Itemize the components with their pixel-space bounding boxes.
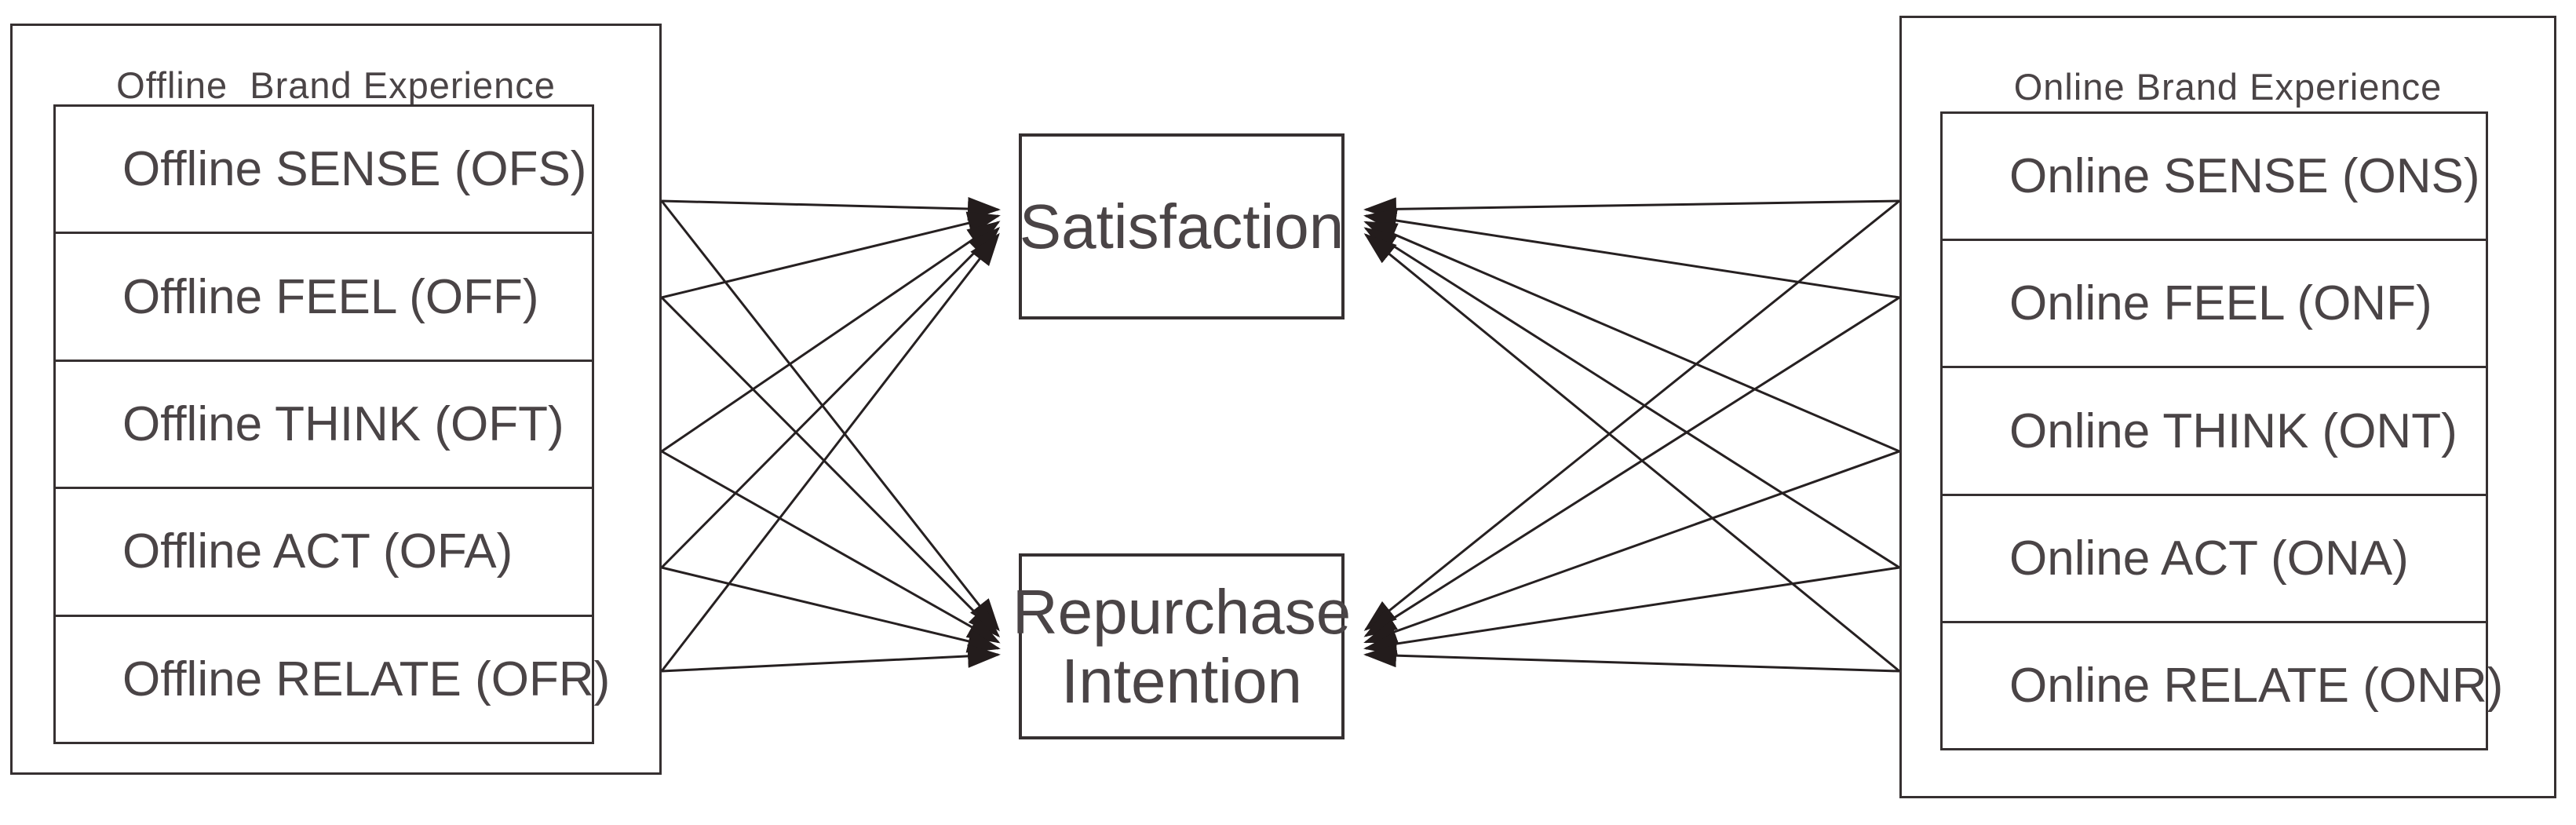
path-arrow-OFT-to-repurchase-intention xyxy=(661,450,1001,644)
offline-item-sense: Offline SENSE (OFS) xyxy=(56,107,592,235)
offline-item-feel-label: Offline FEEL (OFF) xyxy=(122,269,539,324)
online-item-feel: Online FEEL (ONF) xyxy=(1943,241,2486,369)
path-arrow-OFF-to-satisfaction xyxy=(661,211,1001,299)
path-arrow-OFR-to-satisfaction xyxy=(660,232,1000,672)
online-item-think-label: Online THINK (ONT) xyxy=(2009,403,2457,458)
online-brand-experience-panel: Online Brand Experience Online SENSE (ON… xyxy=(1899,16,2556,798)
path-arrow-ONR-to-satisfaction xyxy=(1363,233,1900,673)
path-arrow-OFS-to-repurchase-intention xyxy=(660,200,1000,632)
offline-item-relate-label: Offline RELATE (OFR) xyxy=(122,652,611,706)
online-panel-title: Online Brand Experience xyxy=(2013,66,2443,108)
online-item-relate-label: Online RELATE (ONR) xyxy=(2009,658,2504,713)
online-item-relate: Online RELATE (ONR) xyxy=(1943,623,2503,748)
offline-item-sense-label: Offline SENSE (OFS) xyxy=(122,142,587,197)
path-arrow-ONF-to-repurchase-intention xyxy=(1363,296,1900,637)
online-item-act-label: Online ACT (ONA) xyxy=(2009,531,2409,586)
path-arrow-OFT-to-satisfaction xyxy=(661,221,1001,453)
path-arrow-OFA-to-satisfaction xyxy=(660,226,1001,569)
path-arrow-ONT-to-repurchase-intention xyxy=(1363,450,1900,644)
online-item-think: Online THINK (ONT) xyxy=(1943,368,2486,496)
path-arrow-ONS-to-satisfaction xyxy=(1363,197,1900,221)
online-item-sense-label: Online SENSE (ONS) xyxy=(2009,149,2480,204)
online-item-feel-label: Online FEEL (ONF) xyxy=(2009,276,2432,331)
path-arrow-ONT-to-satisfaction xyxy=(1363,221,1900,453)
repurchase-intention-box: Repurchase Intention xyxy=(1013,553,1351,739)
offline-item-relate: Offline RELATE (OFR) xyxy=(56,617,610,742)
path-arrow-OFR-to-repurchase-intention xyxy=(661,644,1001,673)
path-arrow-ONS-to-repurchase-intention xyxy=(1363,199,1900,631)
path-arrow-OFS-to-satisfaction xyxy=(661,197,1001,221)
repurchase-intention-label-line1: Repurchase xyxy=(1012,576,1352,647)
satisfaction-label: Satisfaction xyxy=(1019,191,1345,261)
offline-item-act: Offline ACT (OFA) xyxy=(56,489,592,617)
offline-construct-stack: Offline SENSE (OFS) Offline FEEL (OFF) O… xyxy=(53,104,610,744)
offline-item-think: Offline THINK (OFT) xyxy=(56,362,592,490)
offline-panel-title: Offline Brand Experience xyxy=(116,64,556,106)
path-arrow-ONR-to-repurchase-intention xyxy=(1363,644,1900,673)
repurchase-intention-label-line2: Intention xyxy=(1061,645,1302,716)
online-construct-stack: Online SENSE (ONS) Online FEEL (ONF) Onl… xyxy=(1940,111,2503,750)
satisfaction-box: Satisfaction xyxy=(1019,133,1345,319)
offline-item-act-label: Offline ACT (OFA) xyxy=(122,524,513,579)
offline-brand-experience-panel: Offline Brand Experience Offline SENSE (… xyxy=(10,24,662,775)
offline-item-feel: Offline FEEL (OFF) xyxy=(56,234,592,362)
path-arrow-ONF-to-satisfaction xyxy=(1363,209,1900,299)
online-item-act: Online ACT (ONA) xyxy=(1943,496,2486,623)
path-arrow-ONA-to-satisfaction xyxy=(1363,227,1900,569)
offline-item-think-label: Offline THINK (OFT) xyxy=(122,397,564,452)
path-arrow-ONA-to-repurchase-intention xyxy=(1363,566,1900,655)
path-arrow-OFF-to-repurchase-intention xyxy=(660,296,1001,638)
path-arrow-OFA-to-repurchase-intention xyxy=(661,566,1001,653)
online-item-sense: Online SENSE (ONS) xyxy=(1943,114,2486,242)
